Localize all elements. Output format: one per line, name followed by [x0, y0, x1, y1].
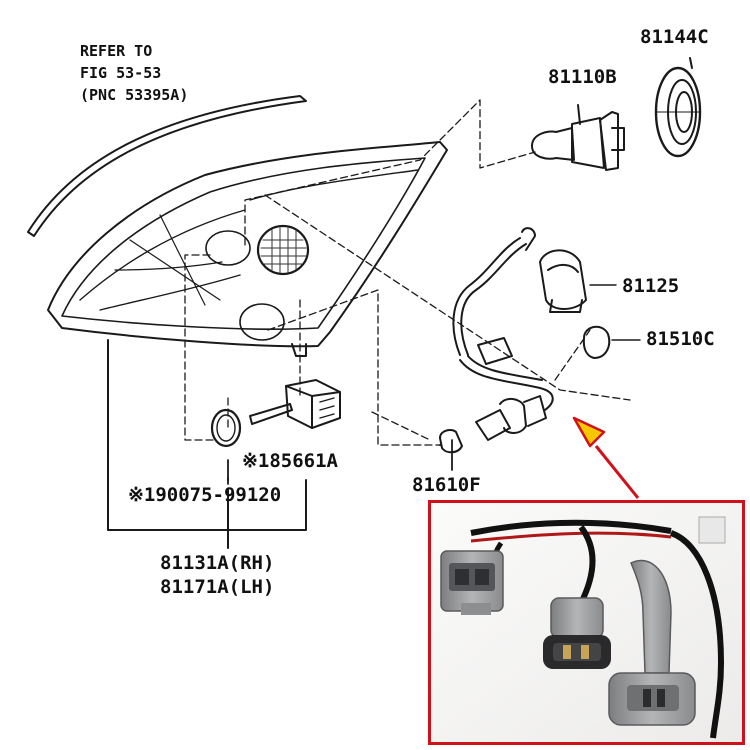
bulb-81510c — [582, 325, 641, 359]
fog-lens — [239, 303, 285, 341]
refer-note-line2: FIG 53-53 — [80, 64, 162, 82]
harness-bulb-socket — [543, 597, 611, 669]
trim-strip — [27, 95, 307, 237]
part-label-81171a-lh[interactable]: 81171A(LH) — [160, 576, 275, 598]
harness-socket-sleeve — [608, 559, 696, 726]
part-label-81510c[interactable]: 81510C — [646, 328, 715, 350]
bulb-81110b — [531, 104, 625, 171]
harness-connector — [440, 550, 504, 615]
harness-tag — [698, 516, 726, 544]
harness-photo — [431, 503, 742, 742]
part-label-85661a[interactable]: ※185661A — [242, 450, 338, 472]
part-label-81144c[interactable]: 81144C — [640, 26, 709, 48]
headlamp-housing — [47, 141, 448, 348]
socket-wire-81125 — [452, 227, 617, 411]
part-label-81110b[interactable]: 81110B — [548, 66, 617, 88]
low-beam-lens — [205, 230, 251, 266]
refer-note-line3: (PNC 53395A) — [80, 86, 189, 104]
part-label-81131a-rh[interactable]: 81131A(RH) — [160, 552, 275, 574]
rubber-cap-81144c — [654, 57, 702, 158]
leveling-motor-85661a — [249, 379, 341, 429]
harness-photo-inset — [428, 500, 745, 745]
part-label-81610f[interactable]: 81610F — [412, 474, 481, 496]
refer-note-line1: REFER TO — [80, 42, 153, 60]
part-label-81125[interactable]: 81125 — [622, 275, 680, 297]
highlight-arrow — [572, 416, 640, 499]
socket-81610f — [439, 395, 547, 454]
part-label-90075-99120[interactable]: ※190075-99120 — [128, 484, 282, 506]
headlamp-lens-edge — [61, 157, 426, 330]
o-ring-90075 — [210, 408, 242, 448]
high-beam-lens — [256, 224, 310, 276]
